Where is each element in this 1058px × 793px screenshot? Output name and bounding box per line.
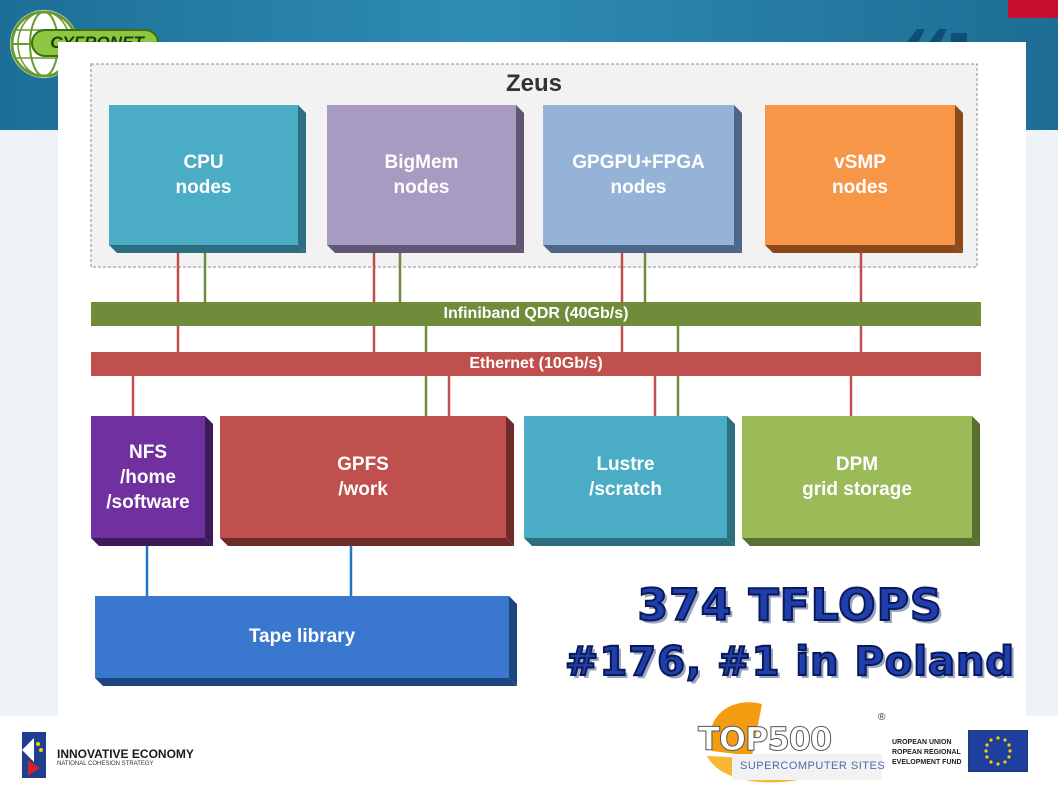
vsmp-nodes-box bbox=[765, 105, 963, 253]
tflops-stat: 374 TFLOPS bbox=[636, 579, 943, 632]
bigmem-nodes-box bbox=[327, 105, 524, 253]
top500-logo-text: TOP500 bbox=[698, 720, 833, 759]
corner-accent bbox=[1008, 0, 1058, 18]
lustre-label: Lustre/scratch bbox=[589, 454, 662, 500]
top500-tagline: SUPERCOMPUTER SITES bbox=[740, 760, 886, 772]
infiniband-label: Infiniband QDR (40Gb/s) bbox=[443, 305, 629, 322]
tape-library-label: Tape library bbox=[248, 626, 356, 647]
innovative-economy-flag-icon bbox=[22, 732, 46, 778]
eu-flag-icon bbox=[968, 730, 1028, 772]
gpfs-box bbox=[220, 416, 514, 546]
nfs-label: NFS/home/software bbox=[106, 442, 190, 513]
top500-orbit-icon bbox=[707, 702, 882, 783]
nfs-box bbox=[91, 416, 213, 546]
ethernet-bus bbox=[91, 352, 981, 376]
eu-fund-text: UROPEAN UNION ROPEAN REGIONAL EVELOPMENT… bbox=[892, 739, 962, 766]
lustre-box bbox=[524, 416, 735, 546]
cpu-nodes-box bbox=[109, 105, 306, 253]
dpm-box bbox=[742, 416, 980, 546]
tape-library-box bbox=[95, 596, 517, 686]
top500-logo: TOP500 SUPERCOMPUTER SITES ® bbox=[692, 696, 890, 786]
ethernet-label: Ethernet (10Gb/s) bbox=[469, 355, 603, 372]
innovative-economy-text: INNOVATIVE ECONOMY bbox=[57, 747, 194, 761]
gpgpu-fpga-nodes-box bbox=[543, 105, 742, 253]
zeus-title: Zeus bbox=[505, 70, 562, 97]
cohesion-strategy-text: NATIONAL COHESION STRATEGY bbox=[57, 761, 154, 767]
ranking-stat: #176, #1 in Poland bbox=[564, 638, 1016, 686]
infiniband-bus bbox=[91, 302, 981, 326]
registered-mark-icon: ® bbox=[878, 712, 886, 723]
gpfs-label: GPFS/work bbox=[337, 454, 389, 500]
